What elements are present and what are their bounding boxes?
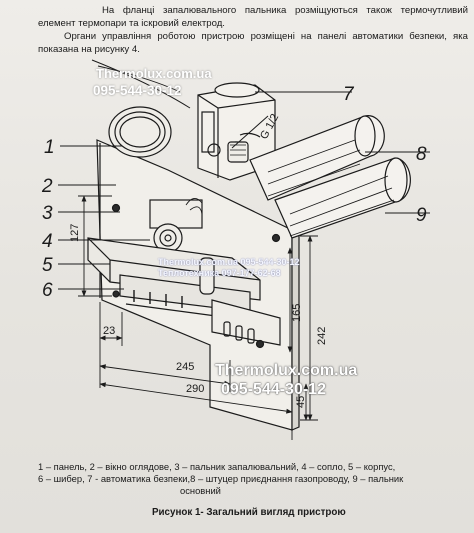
intro-paragraph-2: Органи управління роботою пристрою розмі… [38,31,468,55]
figure-legend: 1 – панель, 2 – вікно оглядове, 3 – паль… [38,461,470,497]
sight-window-ring [108,106,172,158]
gas-fitting [227,141,249,163]
device-drawing [87,59,411,431]
dim-290: 290 [186,383,204,395]
watermark-site-bottom: Thermolux.com.ua [215,362,358,379]
dimension-lines [78,195,318,440]
dim-245: 245 [176,361,194,373]
callout-5: 5 [42,255,53,276]
intro-text: На фланці запалювального пальника розміщ… [38,4,468,56]
legend-line-2: 6 – шибер, 7 - автоматика безпеки,8 – шт… [38,473,404,484]
dim-45: 45 [295,396,307,408]
watermark-phone-bottom: 095-544-30-12 [221,381,326,398]
callout-8: 8 [416,144,427,165]
callout-leaders [58,91,430,290]
legend-line-3: основний [180,485,221,496]
watermark-mid-line-1: Thermolux.com.ua 095-544-30-12 [158,257,300,267]
callout-2: 2 [41,176,53,197]
main-burner-tubes [249,115,411,239]
watermark-phone-top: 095-544-30-12 [93,83,182,98]
watermark-mid-line-2: Теплотехника 097-177-62-68 [158,268,281,278]
safety-automatic-block [197,82,276,181]
dim-23: 23 [103,325,115,337]
pilot-burner [149,198,203,253]
dim-165: 165 [291,304,303,322]
callout-7: 7 [343,84,355,105]
callout-3: 3 [42,203,53,224]
figure-title: Рисунок 1- Загальний вигляд пристрою [152,507,346,518]
callout-6: 6 [42,280,53,301]
dim-127: 127 [69,224,81,242]
callout-4: 4 [42,231,53,252]
watermark-mid: Thermolux.com.ua 095-544-30-12 Теплотехн… [158,257,300,279]
dim-242: 242 [316,327,328,345]
legend-line-1: 1 – панель, 2 – вікно оглядове, 3 – паль… [38,461,396,472]
watermark-site-top: Thermolux.com.ua [96,66,212,81]
callout-9: 9 [416,205,427,226]
callout-1: 1 [44,137,55,158]
body-and-damper [87,237,281,346]
intro-paragraph-1: На фланці запалювального пальника розміщ… [38,5,468,29]
